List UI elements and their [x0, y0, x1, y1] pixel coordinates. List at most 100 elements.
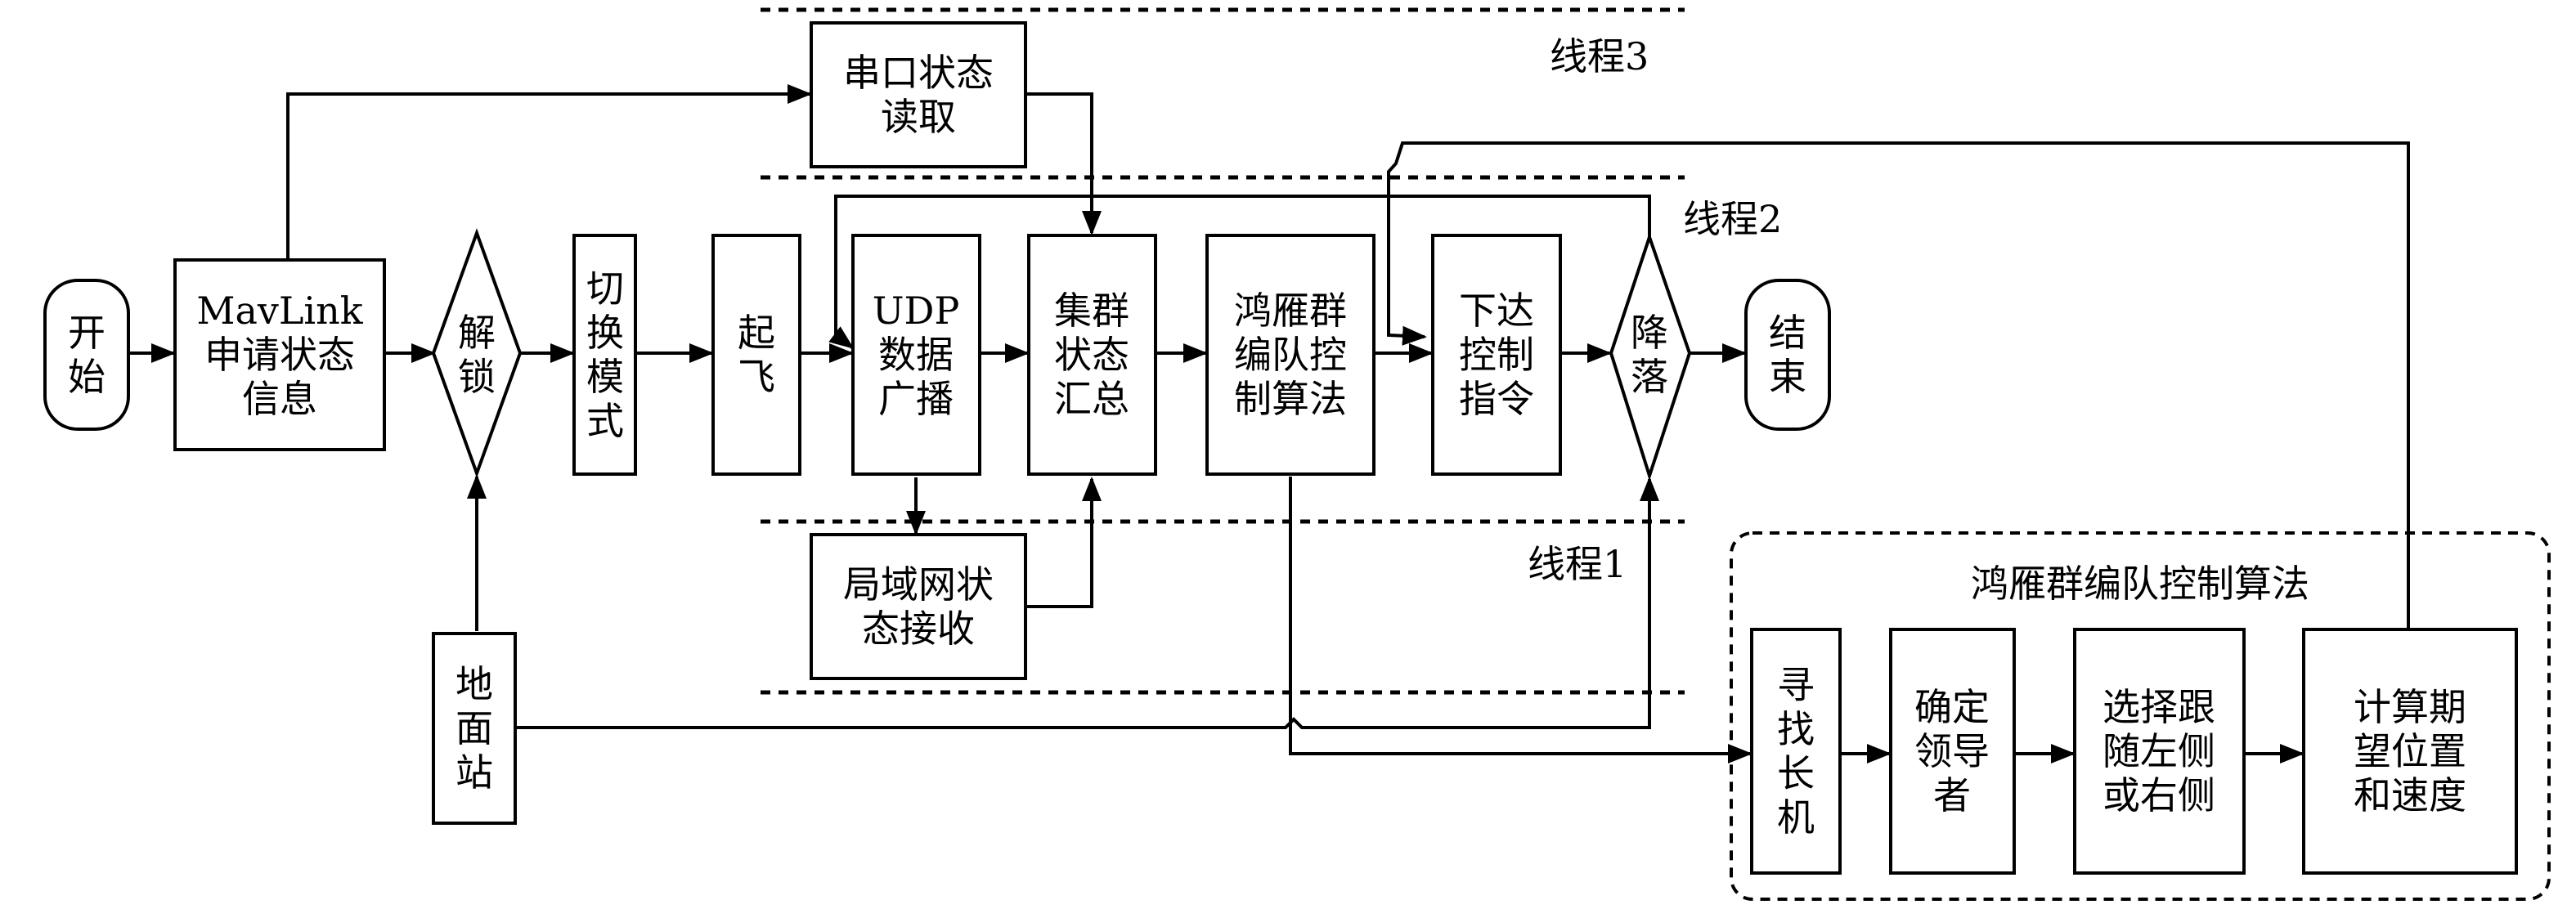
unlock-diamond [431, 228, 523, 478]
land-label-line-2: 落 [1631, 355, 1668, 399]
edge-calc-command [1387, 141, 2410, 629]
confirm-leader-label-line-3: 者 [1933, 773, 1971, 817]
start-label-line-2: 始 [68, 355, 105, 399]
thread1-label: 线程1 [1528, 542, 1627, 586]
find-leader-label-line-3: 长 [1777, 751, 1815, 795]
land-label-line-1: 降 [1631, 311, 1668, 355]
edge-ground-land [515, 477, 1659, 729]
serial-label-line-2: 读取 [881, 95, 956, 139]
unlock-label-line-2: 锁 [458, 355, 496, 399]
goose-algo-label-line-3: 制算法 [1234, 377, 1347, 421]
mavlink-box [173, 258, 386, 451]
land-diamond [1609, 231, 1692, 481]
confirm-leader-box [1889, 628, 2016, 875]
switch-mode-box [572, 234, 637, 476]
switch-mode-label-line-3: 模 [586, 355, 624, 399]
lan-label: 局域网状态接收 [843, 562, 994, 651]
end-label-line-2: 束 [1769, 355, 1806, 399]
select-side-label: 选择跟随左侧或右侧 [2103, 685, 2215, 817]
cluster-label: 集群状态汇总 [1054, 289, 1129, 421]
cluster-label-line-2: 状态 [1054, 333, 1129, 377]
lan-box [810, 533, 1027, 680]
command-box [1431, 234, 1562, 476]
edge-land-loop-udp [828, 195, 1651, 349]
mavlink-label-line-3: 信息 [242, 377, 317, 421]
lan-label-line-1: 局域网状 [843, 562, 994, 607]
unlock-label-line-1: 解 [458, 311, 496, 355]
goose-algo-label-line-1: 鸿雁群 [1234, 289, 1347, 333]
calc-label-line-1: 计算期 [2354, 685, 2466, 729]
cluster-label-line-3: 汇总 [1054, 377, 1129, 421]
calc-label-line-3: 和速度 [2354, 773, 2466, 817]
edge-serial-cluster [1025, 92, 1102, 235]
nodes [43, 21, 2518, 875]
confirm-leader-label: 确定领导者 [1914, 685, 1990, 817]
udp-box [851, 234, 981, 476]
find-leader-label: 寻找长机 [1777, 663, 1815, 840]
select-side-box [2073, 628, 2246, 875]
algorithm-group-title: 鸿雁群编队控制算法 [1971, 562, 2309, 606]
switch-mode-label-line-4: 式 [586, 399, 624, 443]
takeoff-box [711, 234, 801, 476]
udp-label-line-2: 数据 [878, 333, 954, 377]
command-label: 下达控制指令 [1459, 289, 1534, 421]
select-side-label-line-3: 或右侧 [2103, 773, 2215, 817]
find-leader-box [1750, 628, 1842, 875]
command-label-line-2: 控制 [1459, 333, 1534, 377]
takeoff-label: 起飞 [738, 311, 775, 399]
ground-station-label-line-2: 面 [456, 706, 493, 750]
calc-box [2302, 628, 2518, 875]
calc-label-line-2: 望位置 [2354, 729, 2466, 773]
edge-algo-find-leader [1289, 477, 1752, 763]
ground-station-label-line-3: 站 [456, 750, 493, 795]
switch-mode-label: 切换模式 [586, 266, 624, 443]
land-label: 降落 [1631, 311, 1668, 399]
goose-algo-box [1205, 234, 1376, 476]
switch-mode-label-line-1: 切 [586, 266, 624, 311]
start-terminal [43, 279, 130, 431]
end-label: 结束 [1769, 311, 1806, 399]
thread3-label: 线程3 [1550, 34, 1649, 78]
confirm-leader-label-line-2: 领导 [1914, 729, 1990, 773]
switch-mode-label-line-2: 换 [586, 311, 624, 355]
mavlink-label-line-1: MavLink [196, 289, 363, 333]
serial-box [810, 21, 1027, 168]
thread2-label: 线程2 [1683, 197, 1782, 241]
edge-lan-cluster [1025, 477, 1102, 608]
select-side-label-line-2: 随左侧 [2103, 729, 2215, 773]
takeoff-label-line-2: 飞 [738, 355, 775, 399]
command-label-line-1: 下达 [1459, 289, 1534, 333]
command-label-line-3: 指令 [1459, 377, 1534, 421]
end-label-line-1: 结 [1769, 311, 1806, 355]
connectors [128, 84, 2410, 763]
unlock-label: 解锁 [458, 311, 496, 399]
confirm-leader-label-line-1: 确定 [1914, 685, 1990, 729]
udp-label-line-3: 广播 [878, 377, 954, 421]
ground-station-box [432, 632, 517, 825]
cluster-label-line-1: 集群 [1054, 289, 1129, 333]
goose-algo-label: 鸿雁群编队控制算法 [1234, 289, 1347, 421]
lan-label-line-2: 态接收 [862, 607, 975, 651]
udp-label-line-1: UDP [873, 289, 960, 333]
serial-label-line-1: 串口状态 [843, 51, 994, 95]
start-label: 开始 [68, 311, 105, 399]
find-leader-label-line-2: 找 [1777, 707, 1815, 751]
find-leader-label-line-4: 机 [1777, 795, 1815, 840]
select-side-label-line-1: 选择跟 [2103, 685, 2215, 729]
mavlink-label-line-2: 申请状态 [204, 333, 355, 377]
start-label-line-1: 开 [68, 311, 105, 355]
serial-label: 串口状态读取 [843, 51, 994, 139]
takeoff-label-line-1: 起 [738, 311, 775, 355]
ground-station-label-line-1: 地 [456, 662, 493, 706]
algorithm-group-box [1730, 531, 2551, 901]
goose-algo-label-line-2: 编队控 [1234, 333, 1347, 377]
calc-label: 计算期望位置和速度 [2354, 685, 2466, 817]
find-leader-label-line-1: 寻 [1777, 663, 1815, 707]
end-terminal [1744, 279, 1831, 431]
ground-station-label: 地面站 [456, 662, 493, 795]
edge-mavlink-serial [286, 84, 812, 261]
